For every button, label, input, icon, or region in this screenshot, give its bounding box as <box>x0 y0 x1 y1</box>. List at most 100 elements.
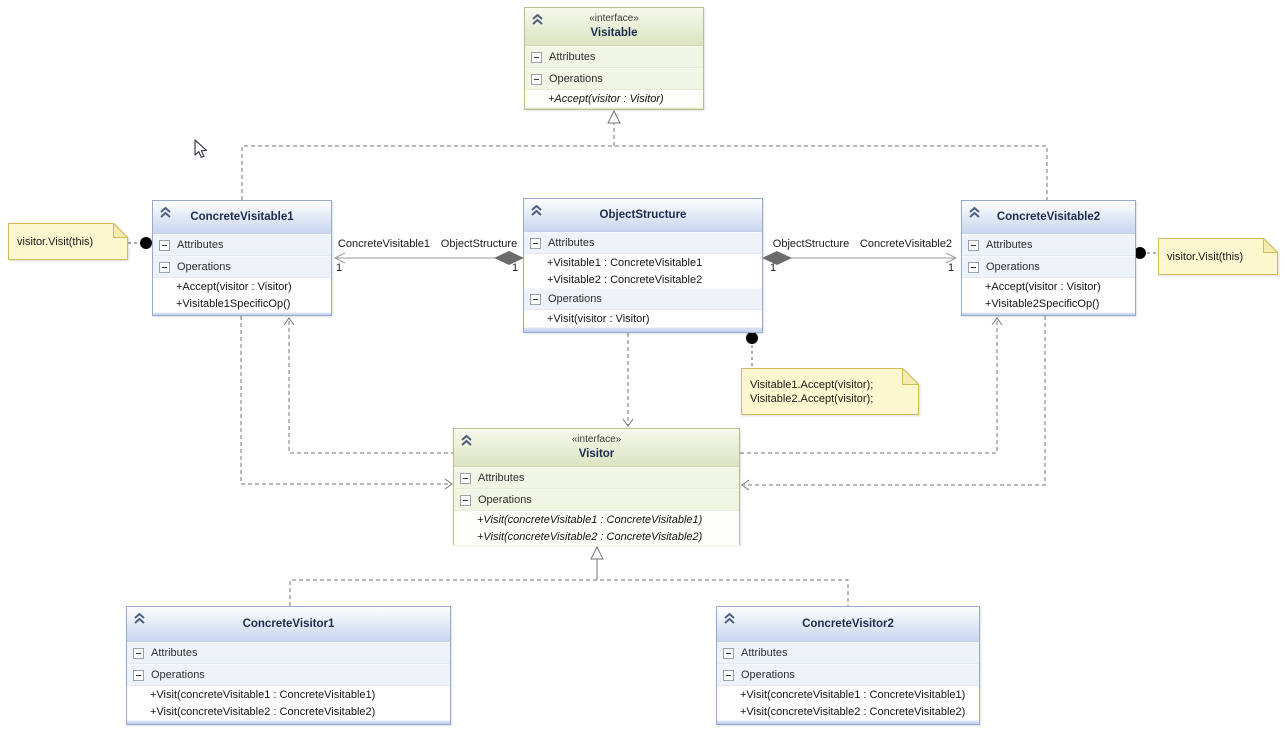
attributes-section-row[interactable]: Attributes <box>962 234 1135 256</box>
association-role-label: ConcreteVisitable1 <box>337 238 431 250</box>
realization-visitable-connector[interactable] <box>241 145 1048 200</box>
attribute-row[interactable]: +Visitable1 : ConcreteVisitable1 <box>524 254 762 271</box>
collapse-chevron-icon[interactable] <box>460 435 473 447</box>
realization-visitor-connector[interactable] <box>289 579 849 606</box>
operation-row[interactable]: +Accept(visitor : Visitor) <box>962 278 1135 295</box>
operation-row[interactable]: +Visit(concreteVisitable1 : ConcreteVisi… <box>454 511 739 528</box>
note-text: visitor.Visit(this) <box>17 235 94 248</box>
collapse-minus-icon[interactable] <box>133 669 144 681</box>
note-line: Visitable2.Accept(visitor); <box>750 392 874 405</box>
operation-row[interactable]: +Visit(concreteVisitable1 : ConcreteVisi… <box>717 686 979 703</box>
operations-label: Operations <box>549 73 603 85</box>
class-footer <box>525 107 703 109</box>
attributes-section-row[interactable]: Attributes <box>525 46 703 68</box>
note-line: Visitable1.Accept(visitor); <box>750 378 874 391</box>
attributes-section-row[interactable]: Attributes <box>524 232 762 254</box>
attributes-label: Attributes <box>741 647 788 659</box>
note-visitor-visit-right[interactable]: visitor.Visit(this) <box>1158 238 1278 275</box>
dependency-concretevisitable1-visitor[interactable] <box>240 316 451 485</box>
operations-label: Operations <box>741 669 795 681</box>
class-box-concretevisitable2[interactable]: ConcreteVisitable2 Attributes Operations… <box>961 200 1136 316</box>
attributes-section-row[interactable]: Attributes <box>127 642 450 664</box>
attributes-section-row[interactable]: Attributes <box>717 642 979 664</box>
class-footer <box>717 720 979 724</box>
note-anchor-dot-left-icon <box>140 237 152 249</box>
collapse-minus-icon[interactable] <box>460 472 471 484</box>
stereotype-label: «interface» <box>589 13 639 25</box>
operation-row[interactable]: +Visitable1SpecificOp() <box>153 295 331 312</box>
operations-section-row[interactable]: Operations <box>454 489 739 511</box>
class-header[interactable]: «interface» Visitor <box>454 429 739 467</box>
operation-row[interactable]: +Visitable2SpecificOp() <box>962 295 1135 312</box>
association-role-label: ObjectStructure <box>440 238 518 250</box>
association-role-label: ConcreteVisitable2 <box>859 238 953 250</box>
class-footer <box>153 312 331 315</box>
class-box-visitor[interactable]: «interface» Visitor Attributes Operation… <box>453 428 740 546</box>
operation-row[interactable]: +Visit(visitor : Visitor) <box>524 310 762 327</box>
attributes-section-row[interactable]: Attributes <box>454 467 739 489</box>
collapse-minus-icon[interactable] <box>723 669 734 681</box>
collapse-chevron-icon[interactable] <box>159 207 172 219</box>
collapse-minus-icon[interactable] <box>531 73 542 85</box>
collapse-minus-icon[interactable] <box>723 647 734 659</box>
composition-diamond-left-icon <box>494 251 524 265</box>
dependency-arrow-up-right-icon <box>991 317 1003 326</box>
collapse-chevron-icon[interactable] <box>723 613 736 625</box>
note-shape-icon <box>1158 238 1278 275</box>
operation-row[interactable]: +Visit(concreteVisitable2 : ConcreteVisi… <box>127 703 450 720</box>
operations-section-row[interactable]: Operations <box>153 256 331 278</box>
class-header[interactable]: ConcreteVisitor2 <box>717 607 979 642</box>
operation-row[interactable]: +Accept(visitor : Visitor) <box>153 278 331 295</box>
operation-row[interactable]: +Accept(visitor : Visitor) <box>525 90 703 107</box>
class-box-concretevisitable1[interactable]: ConcreteVisitable1 Attributes Operations… <box>152 200 332 316</box>
collapse-minus-icon[interactable] <box>460 494 471 506</box>
note-objectstructure-accept[interactable]: Visitable1.Accept(visitor); Visitable2.A… <box>741 368 919 415</box>
note-text: Visitable1.Accept(visitor); Visitable2.A… <box>750 368 903 415</box>
class-box-concretevisitor1[interactable]: ConcreteVisitor1 Attributes Operations +… <box>126 606 451 725</box>
operations-section-row[interactable]: Operations <box>717 664 979 686</box>
note-visitor-visit-left[interactable]: visitor.Visit(this) <box>8 223 128 260</box>
class-header[interactable]: ConcreteVisitable1 <box>153 201 331 234</box>
note-shape-icon <box>8 223 128 260</box>
collapse-chevron-icon[interactable] <box>133 613 146 625</box>
class-footer <box>962 312 1135 315</box>
collapse-minus-icon[interactable] <box>530 293 541 305</box>
multiplicity-label: 1 <box>948 262 955 274</box>
dependency-visitor-concretevisitable1[interactable] <box>288 320 455 454</box>
dependency-arrow-right-icon <box>444 478 453 490</box>
attribute-row[interactable]: +Visitable2 : ConcreteVisitable2 <box>524 271 762 288</box>
class-title: ConcreteVisitor1 <box>242 617 335 630</box>
class-box-visitable[interactable]: «interface» Visitable Attributes Operati… <box>524 7 704 110</box>
operation-row[interactable]: +Visit(concreteVisitable1 : ConcreteVisi… <box>127 686 450 703</box>
operations-section-row[interactable]: Operations <box>525 68 703 90</box>
operations-section-row[interactable]: Operations <box>127 664 450 686</box>
operation-row[interactable]: +Visit(concreteVisitable2 : ConcreteVisi… <box>717 703 979 720</box>
operations-section-row[interactable]: Operations <box>962 256 1135 278</box>
operations-section-row[interactable]: Operations <box>524 288 762 310</box>
collapse-minus-icon[interactable] <box>530 237 541 249</box>
collapse-minus-icon[interactable] <box>159 261 170 273</box>
class-header[interactable]: «interface» Visitable <box>525 8 703 46</box>
dependency-arrow-down-icon <box>622 418 634 427</box>
operation-row[interactable]: +Visit(concreteVisitable2 : ConcreteVisi… <box>454 528 739 545</box>
collapse-minus-icon[interactable] <box>531 51 542 63</box>
collapse-minus-icon[interactable] <box>133 647 144 659</box>
attributes-section-row[interactable]: Attributes <box>153 234 331 256</box>
mouse-cursor-icon <box>194 139 208 158</box>
collapse-chevron-icon[interactable] <box>531 14 544 26</box>
attributes-label: Attributes <box>549 51 596 63</box>
class-header[interactable]: ConcreteVisitor1 <box>127 607 450 642</box>
class-header[interactable]: ConcreteVisitable2 <box>962 201 1135 234</box>
collapse-chevron-icon[interactable] <box>968 207 981 219</box>
class-box-objectstructure[interactable]: ObjectStructure Attributes +Visitable1 :… <box>523 198 763 333</box>
class-header[interactable]: ObjectStructure <box>524 199 762 232</box>
collapse-minus-icon[interactable] <box>968 261 979 273</box>
collapse-minus-icon[interactable] <box>159 239 170 251</box>
operations-label: Operations <box>478 494 532 506</box>
collapse-chevron-icon[interactable] <box>530 205 543 217</box>
attributes-label: Attributes <box>151 647 198 659</box>
collapse-minus-icon[interactable] <box>968 239 979 251</box>
class-title: ConcreteVisitable1 <box>190 210 294 223</box>
class-box-concretevisitor2[interactable]: ConcreteVisitor2 Attributes Operations +… <box>716 606 980 725</box>
class-footer <box>454 545 739 546</box>
